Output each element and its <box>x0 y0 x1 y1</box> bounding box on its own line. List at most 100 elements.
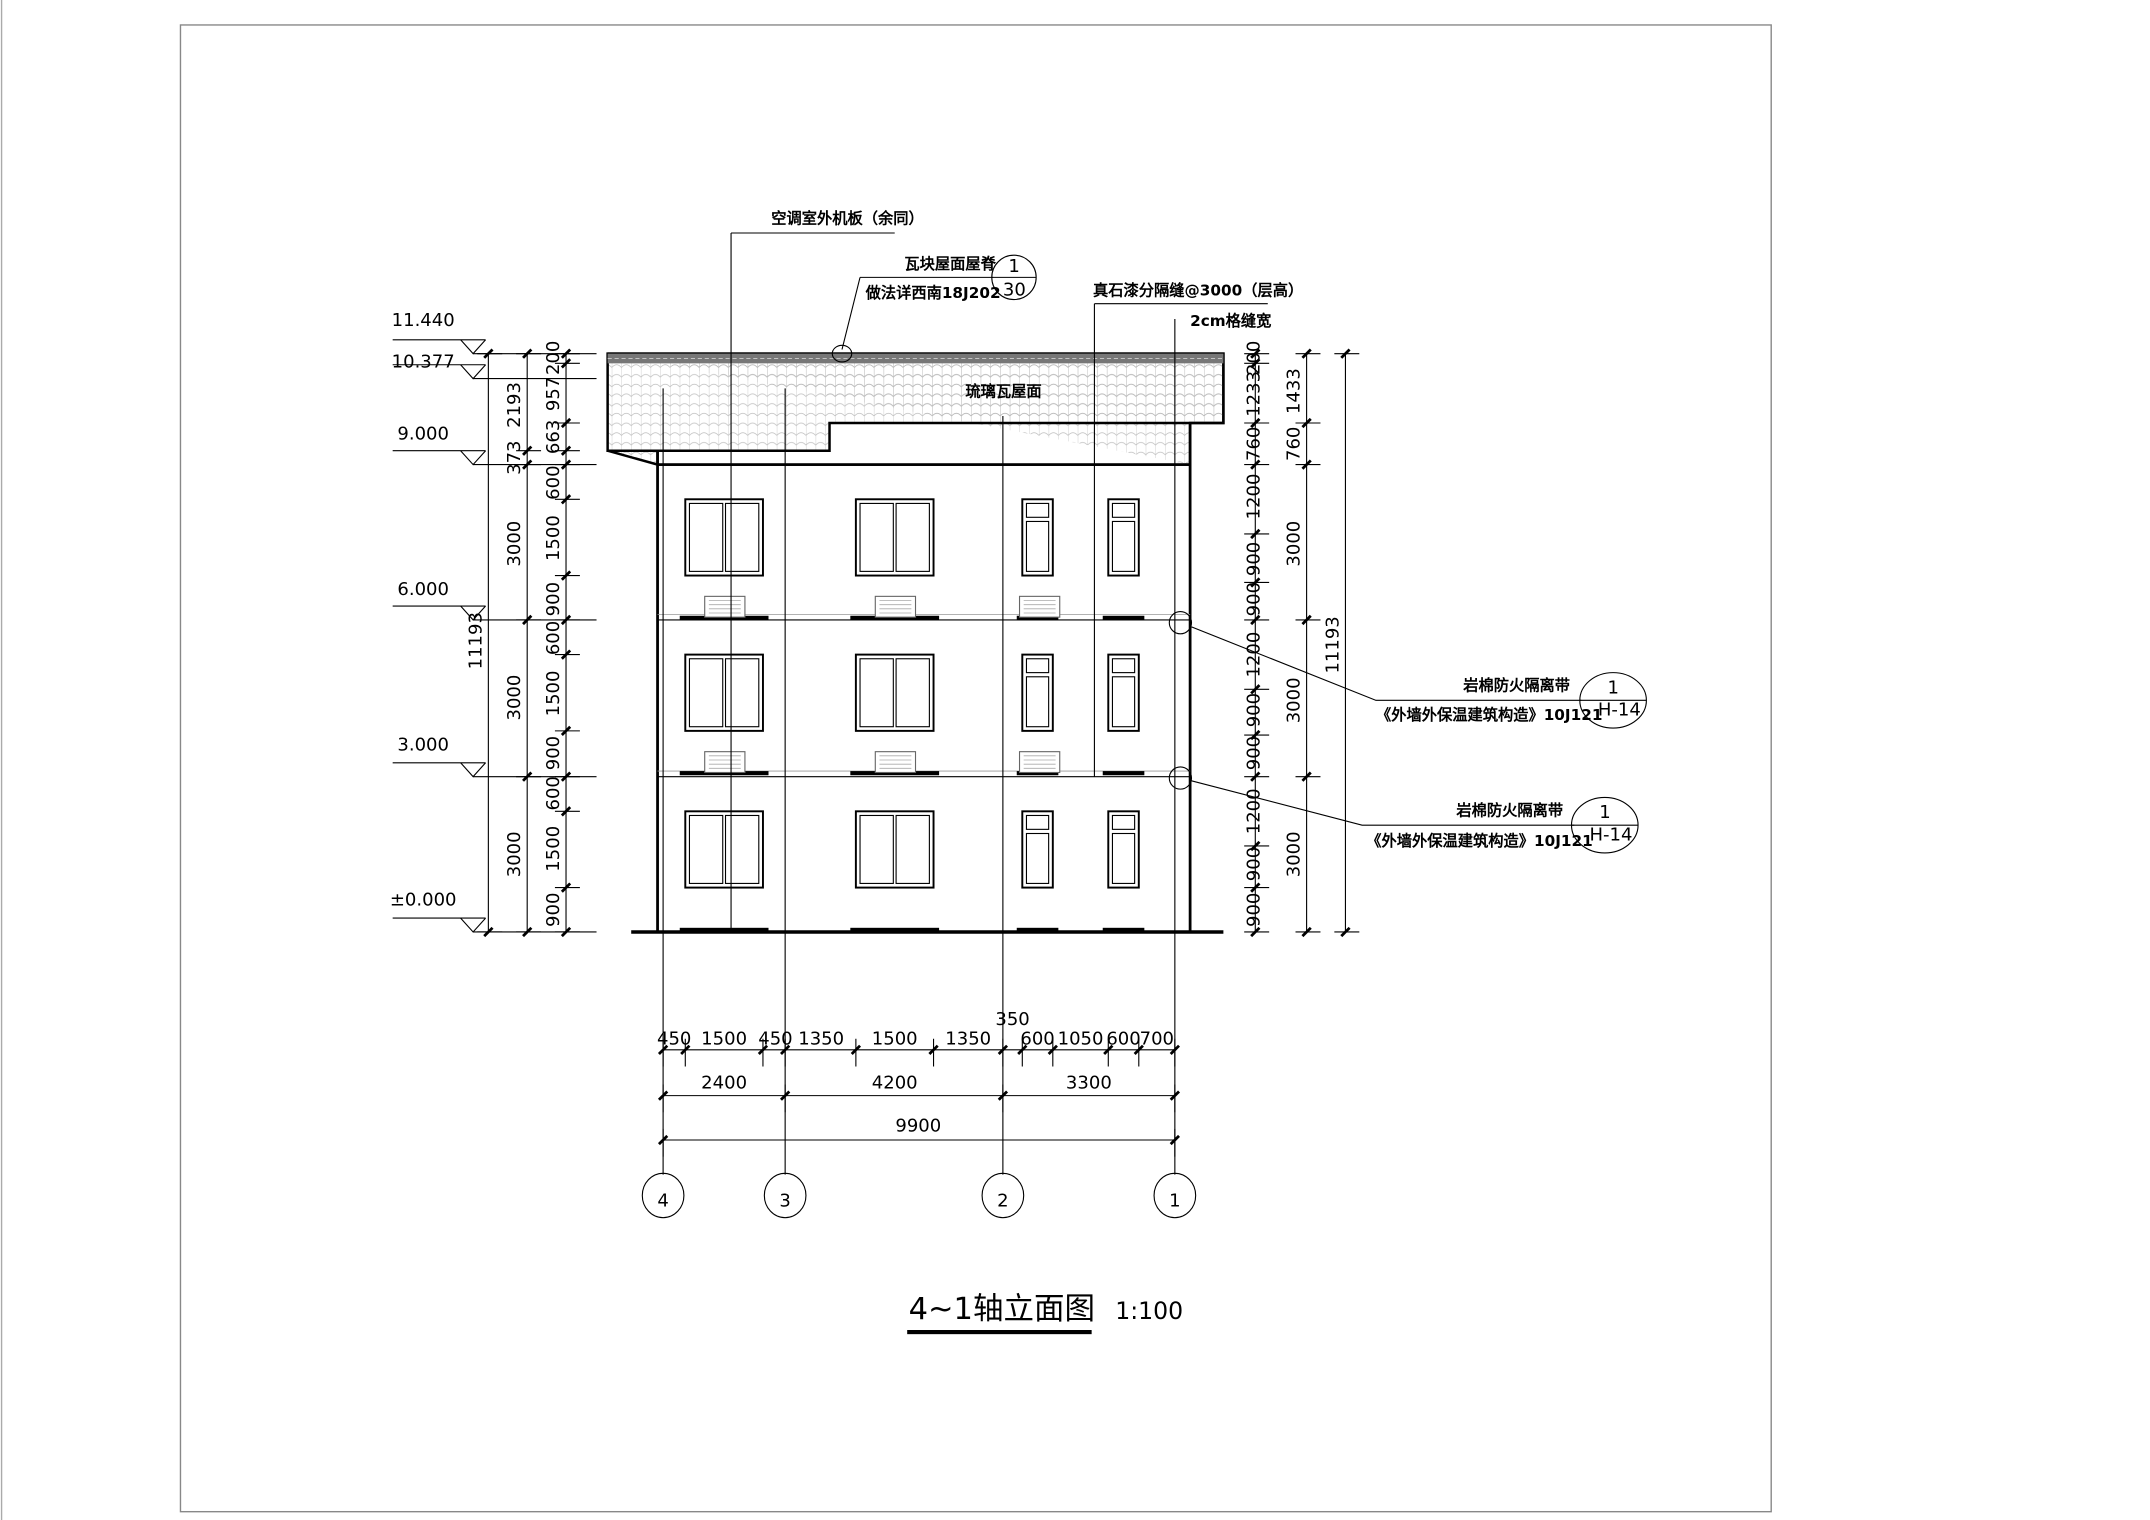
dimension-label: 3000 <box>1284 677 1305 723</box>
window <box>1016 653 1059 776</box>
roof-label: 琉璃瓦屋面 <box>965 383 1041 401</box>
window <box>1016 810 1059 932</box>
axis-bubble-1: 1 <box>1153 1172 1197 1219</box>
window <box>679 810 769 932</box>
dimension-label: 900 <box>1243 542 1264 576</box>
elevation-label: 6.000 <box>397 579 449 600</box>
dimension-label: 760 <box>1243 427 1264 461</box>
ac-unit <box>874 595 917 618</box>
svg-text:1: 1 <box>1008 256 1019 277</box>
dimension-label: 600 <box>543 465 564 499</box>
dimension-label: 1500 <box>543 671 564 717</box>
window <box>1102 498 1145 620</box>
svg-text:H-14: H-14 <box>1590 824 1633 845</box>
dimension-label: 1500 <box>872 1028 918 1049</box>
svg-text:岩棉防火隔离带: 岩棉防火隔离带 <box>1455 801 1563 819</box>
dimension-label: 600 <box>1020 1028 1054 1049</box>
elevation-label: 3.000 <box>397 734 449 755</box>
window <box>1102 653 1145 776</box>
dimension-label: 600 <box>543 776 564 810</box>
svg-text:《外墙外保温建筑构造》10J121: 《外墙外保温建筑构造》10J121 <box>1366 832 1592 850</box>
axis-bubble-4: 4 <box>641 1172 685 1219</box>
axis-bubble-2: 2 <box>981 1172 1025 1219</box>
dimension-label: 3300 <box>1066 1073 1112 1094</box>
elevation-label: 10.377 <box>392 352 455 373</box>
dimension-label: 1200 <box>1243 632 1264 678</box>
axis-bubbles: 4 3 2 1 <box>641 1172 1197 1219</box>
axis-bubble-3: 3 <box>763 1172 807 1219</box>
axis-label: 2 <box>997 1191 1008 1212</box>
dimension-label: 450 <box>657 1028 691 1049</box>
dimension-label: 1200 <box>1243 788 1264 834</box>
ac-unit <box>704 751 746 774</box>
dimension-label: 1350 <box>945 1028 991 1049</box>
dimension-label: 450 <box>758 1028 792 1049</box>
drawing-title: 4~1轴立面图 <box>909 1292 1095 1327</box>
dimension-label: 3000 <box>1284 521 1305 567</box>
elevation-marker: 11.440 <box>392 310 597 355</box>
ridge-label-2: 做法详西南18J202 <box>865 284 1001 302</box>
dimension-label: 200 <box>1243 341 1264 375</box>
window <box>850 810 940 932</box>
ac-unit <box>1018 751 1061 774</box>
axis-label: 4 <box>657 1191 668 1212</box>
window <box>1102 810 1145 932</box>
dimension-label: 1500 <box>701 1028 747 1049</box>
ac-board-label: 空调室外机板（余同） <box>771 209 924 227</box>
fire-band-callout-2: 岩棉防火隔离带 《外墙外保温建筑构造》10J121 1 H-14 <box>1168 766 1639 854</box>
dimension-label: 900 <box>1243 736 1264 770</box>
dimension-label: 1200 <box>1243 474 1264 520</box>
svg-text:30: 30 <box>1003 279 1026 300</box>
ac-unit <box>1018 595 1061 618</box>
window <box>679 653 769 776</box>
elevation-label: 9.000 <box>397 424 449 445</box>
window <box>850 498 940 620</box>
dimension-label: 900 <box>543 893 564 927</box>
dimension-label: 957 <box>543 377 564 411</box>
dimension-label: 9900 <box>895 1116 941 1137</box>
dimension-label: 900 <box>543 582 564 616</box>
dimension-label: 2400 <box>701 1073 747 1094</box>
dimension-label: 900 <box>543 736 564 770</box>
dimension-label: 760 <box>1284 427 1305 461</box>
windows <box>679 498 1145 932</box>
joint-label-1: 真石漆分隔缝@3000（层高） <box>1093 281 1303 299</box>
svg-text:H-14: H-14 <box>1598 700 1641 721</box>
dimension-label: 1350 <box>798 1028 844 1049</box>
ac-unit <box>704 595 746 618</box>
vertical-dimensions: 2009576636001500900600150090060015009002… <box>465 341 1360 938</box>
dimension-label: 900 <box>1243 693 1264 727</box>
dimension-label: 700 <box>1140 1028 1174 1049</box>
drawing-scale: 1:100 <box>1115 1297 1183 1325</box>
dimension-label: 200 <box>543 341 564 375</box>
ac-unit <box>874 751 917 774</box>
window <box>850 653 940 776</box>
dimension-label: 1233 <box>1243 371 1264 417</box>
fire-band-callout-1: 岩棉防火隔离带 《外墙外保温建筑构造》10J121 1 H-14 <box>1168 611 1647 729</box>
dimension-label: 1433 <box>1284 368 1305 414</box>
axis-label: 3 <box>779 1191 790 1212</box>
dimension-label: 900 <box>1243 893 1264 927</box>
dimension-label: 3000 <box>504 675 525 721</box>
dimension-label: 1500 <box>543 515 564 561</box>
svg-text:1: 1 <box>1608 677 1619 698</box>
dimension-label: 600 <box>1106 1028 1140 1049</box>
dimension-label: 3000 <box>504 831 525 877</box>
dimension-label: 900 <box>1243 582 1264 616</box>
elevation-marker: 10.377 <box>392 352 597 380</box>
dimension-label: 11193 <box>465 612 486 669</box>
dimension-label: 373 <box>504 440 525 474</box>
ridge-label-1: 瓦块屋面屋脊 <box>904 255 996 273</box>
dimension-label: 2193 <box>504 382 525 428</box>
dimension-label: 4200 <box>872 1073 918 1094</box>
dimension-label: 1500 <box>543 826 564 872</box>
dimension-label: 3000 <box>1284 831 1305 877</box>
joint-label-2: 2cm格缝宽 <box>1190 312 1271 330</box>
svg-text:1: 1 <box>1599 802 1610 823</box>
svg-text:《外墙外保温建筑构造》10J121: 《外墙外保温建筑构造》10J121 <box>1376 706 1602 724</box>
dimension-label: 600 <box>543 621 564 655</box>
dimension-label: 11193 <box>1323 616 1344 673</box>
svg-text:岩棉防火隔离带: 岩棉防火隔离带 <box>1462 677 1570 695</box>
title-underline <box>907 1330 1092 1335</box>
